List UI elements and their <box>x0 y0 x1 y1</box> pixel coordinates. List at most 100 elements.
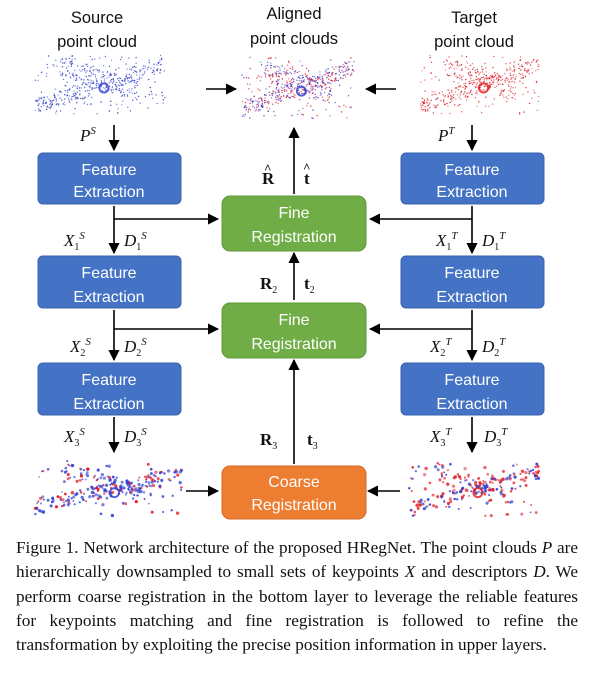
cloud-point <box>126 484 129 487</box>
cloud-point <box>495 487 499 491</box>
cloud-point <box>178 481 182 485</box>
cloud-point <box>344 74 346 76</box>
cloud-point <box>488 486 491 489</box>
cloud-point <box>159 64 162 66</box>
cloud-point <box>338 68 340 71</box>
cloud-point <box>471 68 474 71</box>
cloud-point <box>88 89 91 92</box>
cloud-point <box>130 481 133 485</box>
cloud-point <box>90 83 92 85</box>
cloud-point <box>70 497 73 500</box>
cloud-point <box>494 74 497 76</box>
cloud-point <box>470 74 472 76</box>
cloud-point <box>489 78 491 80</box>
cloud-point <box>466 92 468 95</box>
cloud-point <box>308 83 310 86</box>
cloud-point <box>530 504 533 506</box>
cloud-point <box>144 480 148 483</box>
cloud-point <box>60 60 62 63</box>
cloud-point <box>286 64 289 67</box>
cloud-point <box>119 58 122 61</box>
cloud-point <box>36 100 39 102</box>
cloud-point <box>132 72 135 74</box>
cloud-point <box>302 76 305 79</box>
cloud-point <box>140 77 143 79</box>
cloud-point <box>455 98 457 101</box>
cloud-point <box>121 94 124 97</box>
cloud-point <box>80 70 82 73</box>
cloud-point <box>484 489 487 493</box>
cloud-point <box>68 95 71 97</box>
cloud-point <box>529 469 532 473</box>
cloud-point <box>429 102 431 104</box>
cloud-point <box>252 100 255 103</box>
cloud-point <box>443 500 446 503</box>
cloud-point <box>275 101 277 104</box>
cloud-point <box>294 71 296 73</box>
cloud-point <box>353 70 355 72</box>
cloud-point <box>464 82 467 85</box>
cloud-point <box>45 72 48 75</box>
cloud-point <box>531 72 533 74</box>
cloud-point <box>119 83 122 85</box>
cloud-point <box>482 68 484 70</box>
cloud-point <box>147 481 151 485</box>
cloud-point <box>71 58 73 60</box>
cloud-point <box>426 108 429 110</box>
cloud-point <box>331 74 333 77</box>
cloud-point <box>241 100 244 103</box>
svg-text:t: t <box>304 169 310 188</box>
cloud-point <box>510 77 512 79</box>
cloud-point <box>456 94 459 96</box>
cloud-point <box>489 83 492 86</box>
cloud-point <box>74 98 77 100</box>
cloud-point <box>459 94 461 96</box>
cloud-point <box>478 81 480 83</box>
cloud-point <box>68 57 71 60</box>
cloud-point <box>422 507 426 511</box>
cloud-point <box>129 491 133 495</box>
cloud-point <box>291 114 293 117</box>
cloud-point <box>314 89 317 91</box>
cloud-point <box>522 75 524 77</box>
cloud-point <box>528 72 530 75</box>
cloud-point <box>86 474 90 478</box>
cloud-point <box>533 58 535 61</box>
cloud-point <box>483 81 485 83</box>
cloud-point <box>484 514 487 517</box>
cloud-point <box>535 80 538 83</box>
cloud-point <box>473 67 475 69</box>
cloud-point <box>163 70 165 72</box>
cloud-point <box>278 79 280 81</box>
cloud-point <box>98 71 100 73</box>
cloud-point <box>514 78 517 80</box>
cloud-point <box>278 93 281 96</box>
cloud-point <box>287 60 290 63</box>
cloud-point <box>347 65 349 68</box>
cloud-point <box>118 80 120 82</box>
cloud-point <box>535 69 537 72</box>
cloud-point <box>275 86 278 89</box>
cloud-point <box>249 102 251 105</box>
cloud-point <box>479 78 482 80</box>
cloud-point <box>291 83 293 86</box>
cloud-point <box>140 487 143 490</box>
label-t3: t3 <box>307 430 318 452</box>
cloud-point <box>490 477 493 480</box>
cloud-point <box>247 99 249 101</box>
cloud-point <box>171 494 174 497</box>
cloud-point <box>441 492 445 496</box>
cloud-point <box>521 73 523 75</box>
cloud-point <box>420 108 422 111</box>
cloud-point <box>62 103 64 105</box>
cloud-point <box>104 489 108 493</box>
cloud-point <box>307 70 310 72</box>
cloud-point <box>80 495 84 500</box>
cloud-point <box>471 79 473 82</box>
cloud-point <box>471 478 475 482</box>
svg-text:Feature: Feature <box>81 265 136 282</box>
cloud-point <box>467 68 470 70</box>
cloud-point <box>526 69 528 71</box>
cloud-point <box>105 85 108 87</box>
cloud-point <box>506 79 509 82</box>
